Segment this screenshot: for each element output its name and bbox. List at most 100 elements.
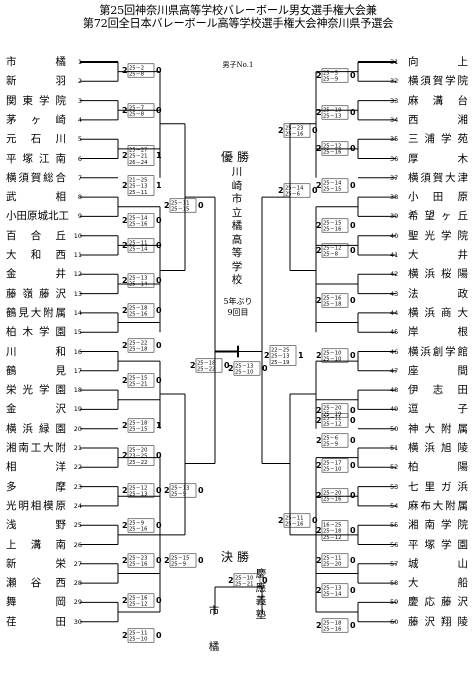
sets-won: 2 [278, 186, 284, 195]
team-name: 金 沢 [6, 403, 66, 416]
sets-lost: 0 [156, 306, 162, 315]
team-name: 舞 岡 [6, 596, 66, 609]
set-score: 25－13 [323, 114, 341, 120]
score-box [233, 573, 261, 588]
team-number: 3 [77, 96, 82, 105]
sets-lost: 0 [350, 621, 356, 630]
score-box [283, 513, 311, 528]
sets-lost: 0 [312, 126, 318, 135]
score-box [321, 553, 349, 568]
set-score: 25－12 [323, 246, 341, 252]
vertical-char: 市 [231, 193, 243, 205]
set-score: 25－9 [323, 77, 338, 83]
score-box [269, 345, 297, 366]
sets-won: 2 [122, 341, 128, 350]
sets-won: 2 [122, 521, 128, 530]
score-box [127, 373, 155, 388]
sets-lost: 0 [350, 351, 356, 360]
vertical-char: 塾 [255, 608, 267, 621]
team-name: 新 栄 [6, 557, 66, 570]
set-score: 25－13 [129, 492, 147, 498]
score-box [127, 483, 155, 498]
score-box [321, 141, 349, 156]
team-name: 平塚江南 [6, 152, 66, 165]
team-number: 25 [73, 521, 82, 530]
score-box [127, 273, 155, 288]
team-number: 21 [73, 444, 82, 452]
score-box [127, 628, 155, 643]
team-name: 逗 子 [408, 403, 468, 416]
score-box [283, 183, 311, 198]
set-score: 25－15 [171, 207, 189, 213]
team-number: 23 [73, 482, 82, 491]
team-number: 17 [73, 366, 82, 375]
score-box [321, 403, 349, 418]
score-box [321, 178, 349, 193]
team-number: 56 [390, 540, 399, 549]
set-score: 25－8 [129, 112, 144, 118]
set-score: 25－18 [323, 529, 341, 535]
set-score: 25－13 [235, 364, 253, 370]
set-score: 25－14 [285, 186, 304, 192]
score-box [321, 348, 349, 363]
team-number: 43 [390, 289, 399, 298]
score-box [127, 238, 155, 253]
sets-won: 2 [316, 144, 322, 153]
team-number: 45 [390, 328, 399, 337]
sets-lost: 0 [312, 516, 318, 525]
sets-lost: 0 [156, 556, 162, 565]
team-number: 50 [390, 424, 399, 433]
set-score: 25－20 [129, 447, 147, 453]
score-box [127, 445, 155, 466]
set-score: 25－9 [171, 562, 186, 568]
set-score: 25－20 [323, 562, 341, 568]
final-heading: 決勝 [221, 550, 254, 564]
team-name: 相 洋 [6, 461, 66, 474]
sets-lost: 1 [298, 351, 304, 360]
set-score: 25－13 [171, 486, 189, 492]
set-score: 22－25 [271, 347, 289, 353]
sets-lost: 0 [156, 376, 162, 385]
team-name: 茅ヶ崎 [6, 113, 66, 126]
set-score: 25－9 [171, 492, 186, 498]
team-name: 横須賀学院 [408, 75, 468, 88]
set-score: 25－5 [323, 71, 338, 77]
team-number: 2 [77, 77, 82, 86]
sets-lost: 0 [262, 576, 268, 585]
sets-won: 2 [164, 201, 170, 210]
sets-won: 2 [122, 486, 128, 495]
score-box [321, 218, 349, 233]
team-name: 聖光学院 [408, 229, 468, 242]
vertical-char: 崎 [231, 179, 243, 192]
set-score: 25－21 [129, 154, 147, 160]
sets-lost: 1 [156, 181, 162, 190]
set-score: 25－15 [129, 376, 147, 382]
team-number: 11 [73, 251, 82, 259]
sets-lost: 0 [350, 526, 356, 535]
score-box [127, 175, 155, 196]
vertical-char: 校 [231, 274, 243, 286]
sets-won: 2 [316, 461, 322, 470]
set-score: 25－21 [129, 382, 147, 388]
vertical-char: 市 [208, 605, 220, 617]
sets-won: 2 [316, 586, 322, 595]
team-name: 西 湘 [408, 113, 468, 126]
sets-won: 2 [122, 151, 128, 160]
team-name: 麻溝台 [408, 94, 468, 107]
team-name: 横浜旭陵 [408, 442, 468, 454]
